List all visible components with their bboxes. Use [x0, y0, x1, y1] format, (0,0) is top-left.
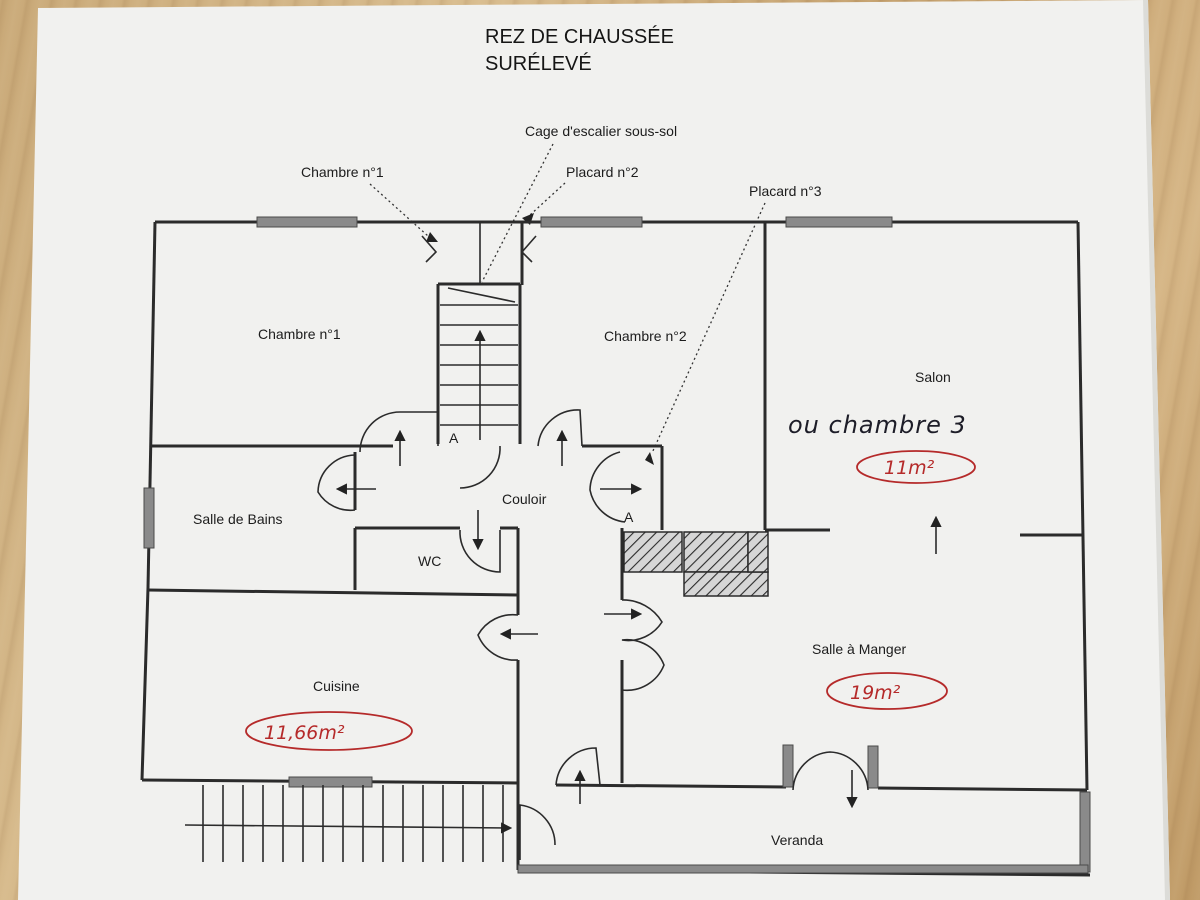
plan-title-line2: SURÉLEVÉ	[485, 52, 592, 75]
room-salle-a-manger: Salle à Manger	[812, 641, 907, 657]
callout-placard2: Placard n°2	[566, 164, 639, 180]
direction-arrows	[335, 429, 942, 809]
door-swings	[317, 235, 869, 860]
handwritten-salon-note: ou chambre 3	[788, 411, 967, 439]
room-couloir: Couloir	[502, 491, 547, 507]
room-salle-de-bains: Salle de Bains	[193, 511, 283, 527]
callout-chambre1: Chambre n°1	[301, 164, 384, 180]
hatched-blocks	[623, 531, 769, 597]
windows	[143, 216, 893, 788]
handwritten-cuisine-area: 11,66m²	[264, 722, 345, 744]
mark-a-placard: A	[624, 509, 634, 525]
callout-cage-escalier: Cage d'escalier sous-sol	[525, 123, 677, 139]
room-salon: Salon	[915, 369, 951, 385]
room-chambre1: Chambre n°1	[258, 326, 341, 342]
interior-staircase	[440, 287, 518, 440]
handwritten-salle-manger-area: 19m²	[850, 682, 901, 704]
red-circle-salle-manger	[826, 672, 948, 710]
callout-placard3: Placard n°3	[749, 183, 822, 199]
exterior-stairs	[184, 785, 513, 862]
handwritten-salon-area: 11m²	[884, 457, 935, 479]
red-circle-salon	[856, 450, 976, 484]
room-chambre2: Chambre n°2	[604, 328, 687, 344]
room-wc: WC	[418, 553, 441, 569]
paper-shadow-edge	[1143, 0, 1170, 900]
mark-a-stair: A	[449, 430, 459, 446]
room-veranda: Veranda	[771, 832, 823, 848]
room-cuisine: Cuisine	[313, 678, 360, 694]
interior-walls	[147, 222, 1091, 877]
red-circle-cuisine	[245, 711, 413, 751]
plan-title-line1: REZ DE CHAUSSÉE	[485, 25, 674, 48]
